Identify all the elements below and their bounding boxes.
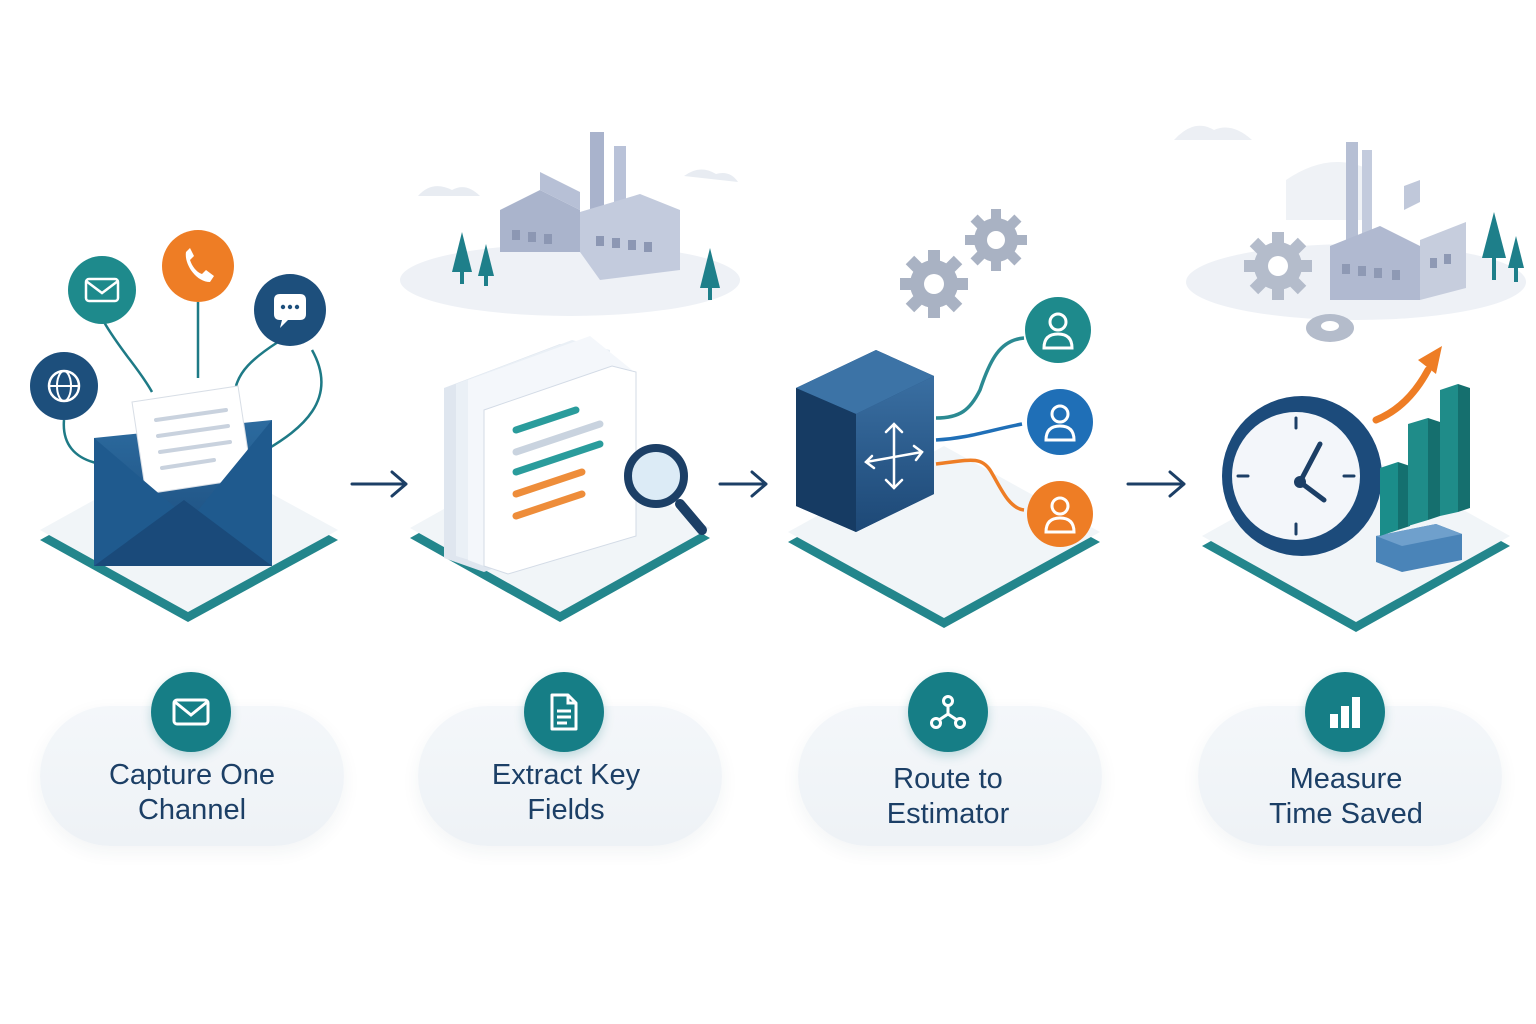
- email-bubble-icon: [68, 256, 136, 324]
- factory-illustration-2: [1174, 125, 1526, 320]
- estimator-avatar-icon: [1025, 297, 1091, 363]
- magnifier-icon: [624, 444, 707, 535]
- envelope-icon: [151, 672, 231, 752]
- factory-illustration-1: [400, 132, 740, 316]
- clock-icon: [1222, 396, 1382, 556]
- step-label-route: Route to Estimator: [886, 763, 1010, 830]
- bar-chart-icon: [1305, 672, 1385, 752]
- route-lines: [935, 336, 1025, 512]
- gear-icon: [1244, 232, 1312, 300]
- routing-nodes-icon: [908, 672, 988, 752]
- phone-icon: [162, 230, 234, 302]
- gear-icon: [1306, 314, 1354, 342]
- step-label-capture: Capture One Channel: [108, 759, 276, 826]
- globe-icon: [30, 352, 98, 420]
- step-label-measure: Measure Time Saved: [1269, 763, 1423, 830]
- document-stack: [444, 336, 637, 575]
- growth-arrow-icon: [1372, 346, 1442, 424]
- growth-bar-chart: [1376, 384, 1470, 572]
- arrow-1: [350, 470, 408, 498]
- envelope-open: [94, 385, 272, 566]
- document-icon: [524, 672, 604, 752]
- estimator-avatar-icon: [1027, 481, 1093, 547]
- arrow-3: [1126, 470, 1186, 498]
- estimator-avatar-icon: [1027, 389, 1093, 455]
- chat-icon: [254, 274, 326, 346]
- gear-icon: [900, 250, 968, 318]
- gear-icon: [965, 209, 1027, 271]
- arrow-2: [718, 470, 768, 498]
- router-cube: [796, 350, 934, 532]
- step-label-extract: Extract Key Fields: [491, 759, 641, 826]
